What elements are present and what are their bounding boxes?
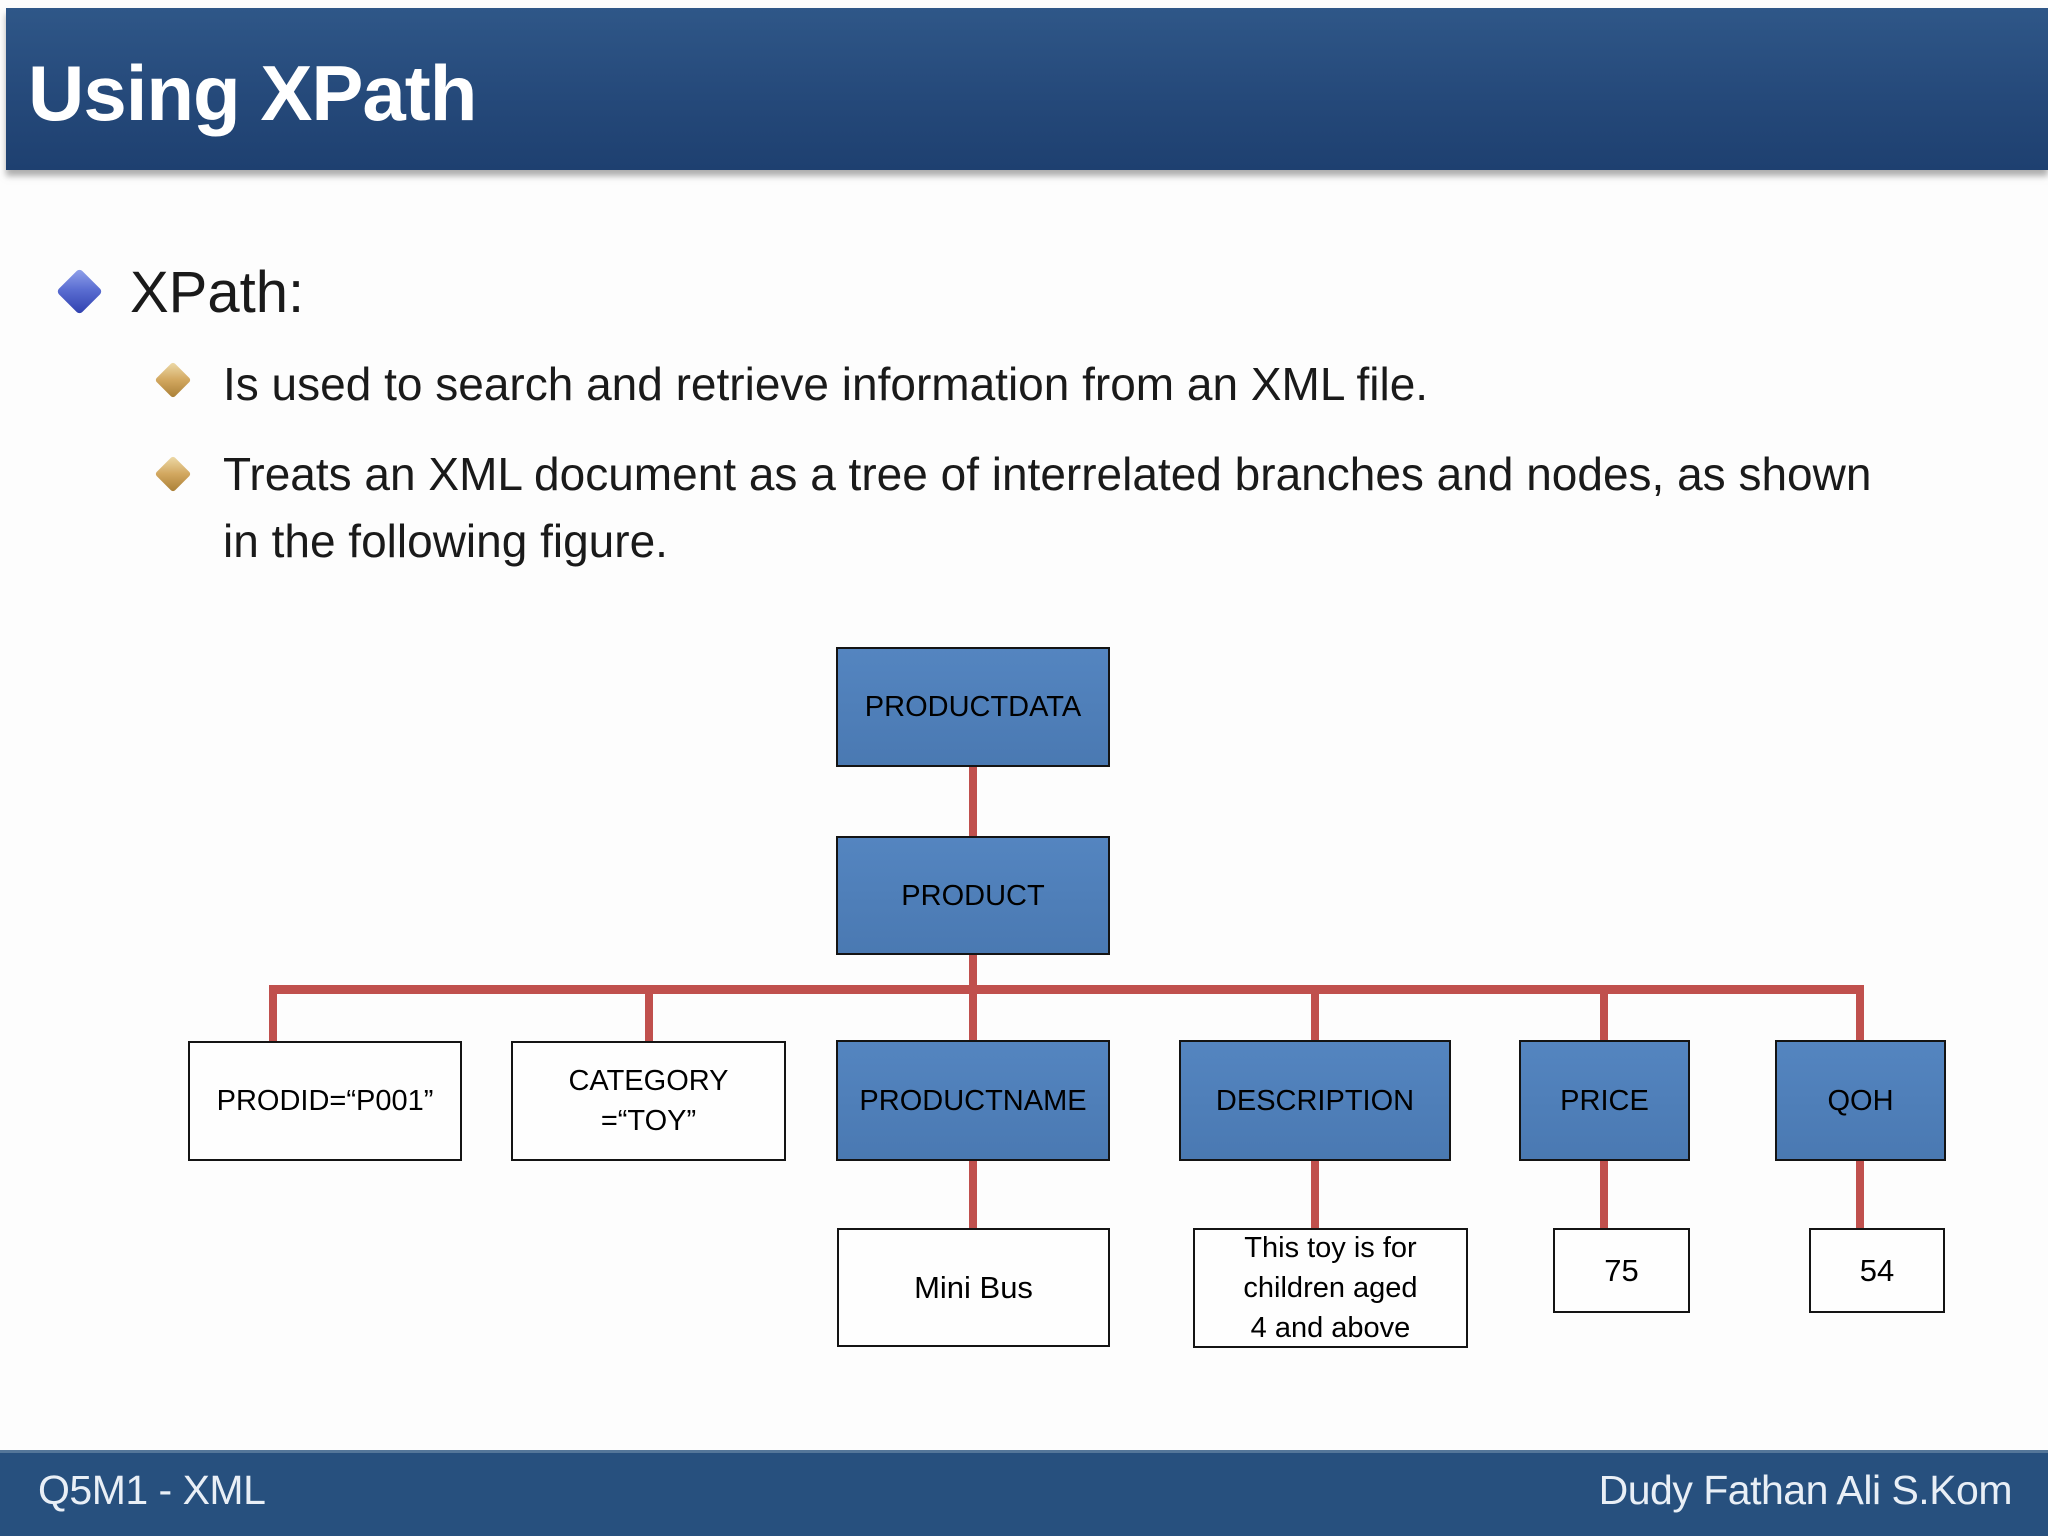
node-prodid: PRODID=“P001”	[188, 1041, 462, 1161]
connector-drop-description	[1311, 992, 1319, 1042]
node-description-value: This toy is for children aged 4 and abov…	[1193, 1228, 1468, 1348]
connector-drop-category	[645, 992, 653, 1042]
connector-drop-productname	[969, 992, 977, 1042]
node-minibus-value: Mini Bus	[837, 1228, 1110, 1347]
footer-bar: Q5M1 - XML Dudy Fathan Ali S.Kom	[0, 1450, 2048, 1536]
node-productdata: PRODUCTDATA	[836, 647, 1110, 767]
node-category: CATEGORY =“TOY”	[511, 1041, 786, 1161]
footer-course-code: Q5M1 - XML	[38, 1467, 266, 1513]
node-productname: PRODUCTNAME	[836, 1040, 1110, 1161]
connector-product-bar	[969, 953, 977, 987]
node-label: CATEGORY	[568, 1065, 729, 1097]
gold-diamond-bullet-icon	[154, 361, 192, 399]
node-label: 54	[1859, 1252, 1895, 1288]
node-label: Mini Bus	[914, 1269, 1033, 1305]
node-label: children aged	[1243, 1272, 1418, 1304]
connector-qoh-value	[1856, 1158, 1864, 1230]
title-bar: Using XPath	[6, 8, 2048, 170]
node-label: PRODUCT	[901, 879, 1045, 912]
blue-diamond-bullet-icon	[56, 268, 103, 315]
page-title: Using XPath	[28, 49, 477, 137]
connector-horizontal-bar	[269, 985, 1864, 994]
connector-productname-minibus	[969, 1158, 977, 1230]
connector-price-value	[1600, 1158, 1608, 1230]
connector-productdata-product	[969, 766, 977, 838]
connector-drop-prodid	[269, 992, 277, 1042]
node-price: PRICE	[1519, 1040, 1690, 1161]
node-qoh-value: 54	[1809, 1228, 1945, 1313]
node-label: 4 and above	[1250, 1312, 1411, 1344]
connector-drop-qoh	[1856, 992, 1864, 1042]
sub-bullet-tree: Treats an XML document as a tree of inte…	[223, 448, 1872, 567]
node-label: =“TOY”	[600, 1105, 697, 1137]
node-label: This toy is for	[1244, 1232, 1417, 1264]
node-label: PRODID=“P001”	[216, 1085, 434, 1117]
node-label: DESCRIPTION	[1215, 1084, 1415, 1117]
node-price-value: 75	[1553, 1228, 1690, 1313]
node-label: PRICE	[1560, 1084, 1649, 1117]
footer-author: Dudy Fathan Ali S.Kom	[1598, 1467, 2013, 1513]
gold-diamond-bullet-icon	[154, 455, 192, 493]
node-product: PRODUCT	[836, 836, 1110, 955]
node-label: QOH	[1827, 1084, 1894, 1117]
connector-description-value	[1311, 1158, 1319, 1230]
sub-bullet-search: Is used to search and retrieve informati…	[223, 358, 1429, 410]
node-label: 75	[1604, 1252, 1639, 1288]
bullet-xpath: XPath:	[130, 260, 305, 325]
node-description: DESCRIPTION	[1179, 1040, 1451, 1161]
node-qoh: QOH	[1775, 1040, 1946, 1161]
connector-drop-price	[1600, 992, 1608, 1042]
node-label: PRODUCTNAME	[859, 1084, 1087, 1117]
node-label: PRODUCTDATA	[864, 691, 1082, 723]
